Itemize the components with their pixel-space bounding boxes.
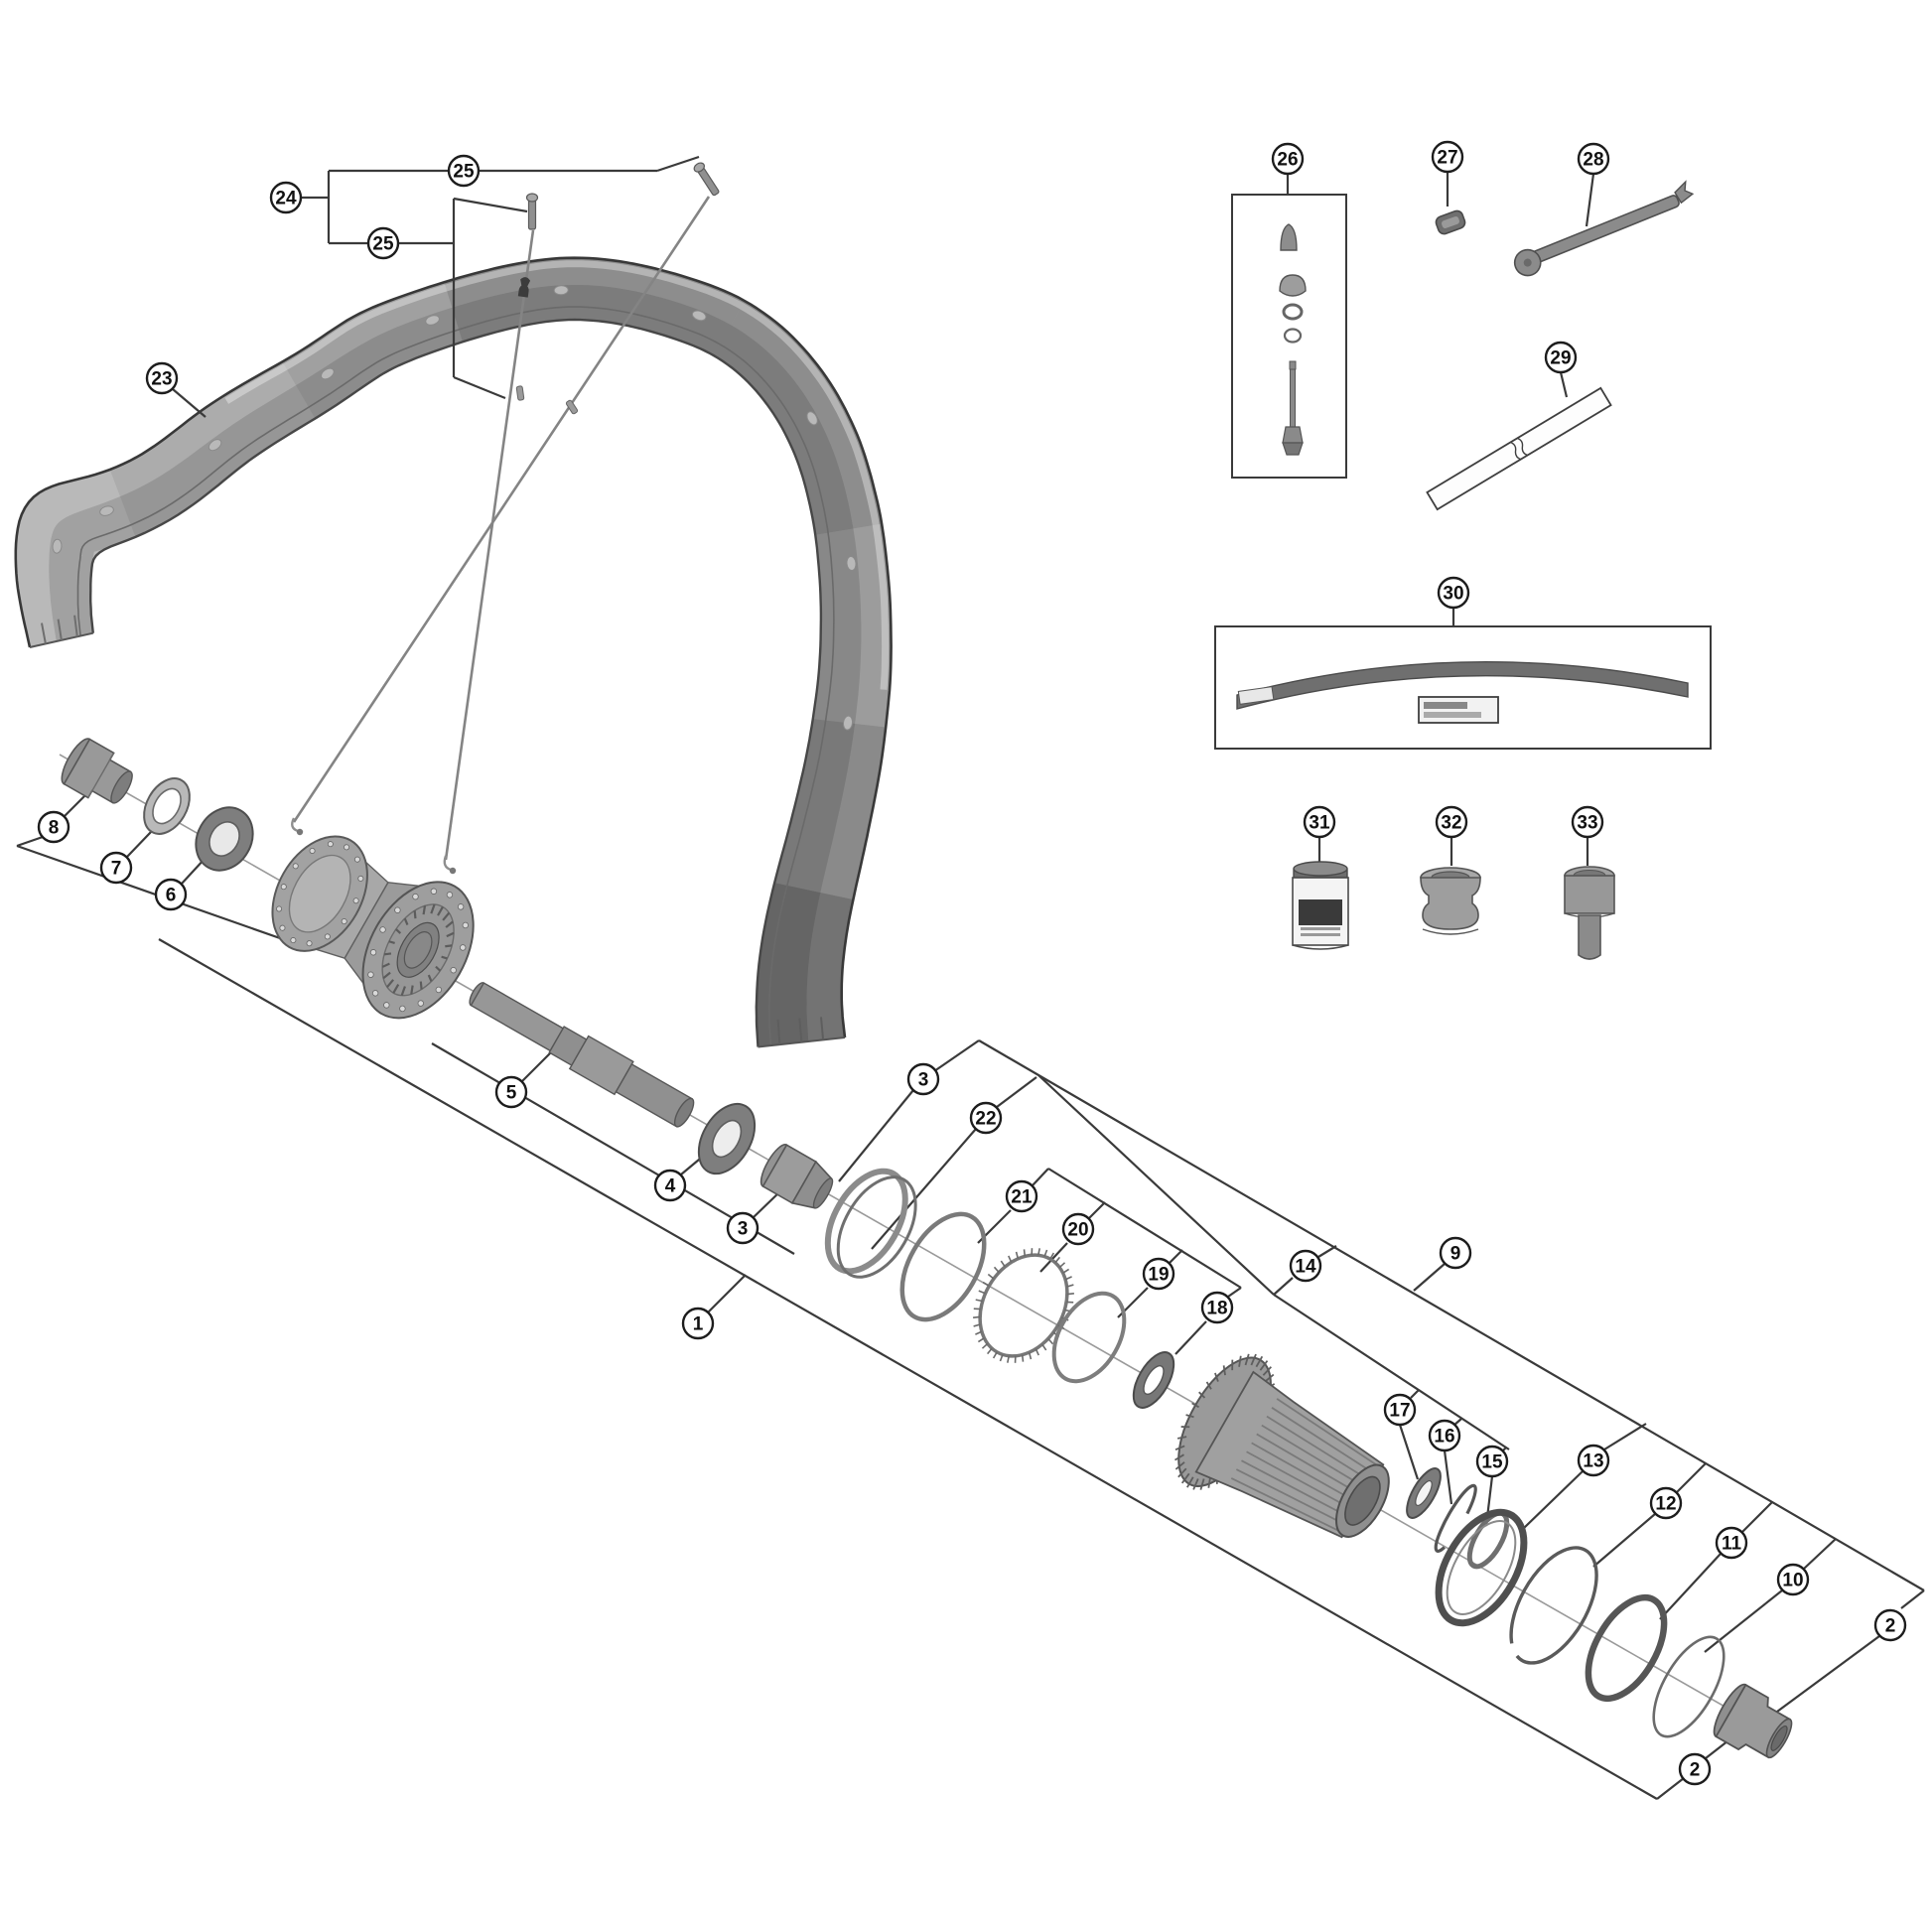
- svg-text:28: 28: [1583, 150, 1603, 171]
- svg-text:14: 14: [1295, 1257, 1316, 1278]
- svg-text:32: 32: [1441, 813, 1461, 834]
- svg-text:10: 10: [1782, 1571, 1803, 1591]
- svg-text:23: 23: [151, 369, 172, 390]
- svg-text:24: 24: [275, 189, 297, 209]
- svg-text:31: 31: [1309, 813, 1330, 834]
- svg-text:5: 5: [506, 1083, 517, 1104]
- svg-text:3: 3: [918, 1070, 929, 1091]
- svg-text:15: 15: [1481, 1452, 1503, 1473]
- svg-text:29: 29: [1550, 348, 1571, 369]
- svg-text:16: 16: [1434, 1427, 1454, 1448]
- svg-text:1: 1: [693, 1314, 704, 1335]
- svg-text:26: 26: [1277, 150, 1298, 171]
- svg-text:33: 33: [1577, 813, 1597, 834]
- svg-text:20: 20: [1067, 1220, 1088, 1241]
- svg-text:11: 11: [1722, 1534, 1742, 1555]
- svg-text:22: 22: [975, 1109, 996, 1130]
- svg-text:13: 13: [1583, 1451, 1603, 1472]
- svg-text:6: 6: [166, 886, 177, 906]
- svg-text:12: 12: [1655, 1494, 1676, 1515]
- svg-text:3: 3: [738, 1219, 749, 1240]
- svg-text:2: 2: [1690, 1760, 1701, 1781]
- svg-text:9: 9: [1450, 1244, 1461, 1265]
- svg-text:25: 25: [372, 234, 394, 255]
- svg-text:19: 19: [1148, 1265, 1169, 1286]
- svg-text:8: 8: [49, 818, 60, 839]
- svg-text:17: 17: [1389, 1401, 1410, 1422]
- svg-text:25: 25: [453, 162, 475, 183]
- svg-text:21: 21: [1011, 1187, 1033, 1208]
- svg-text:18: 18: [1206, 1299, 1227, 1319]
- svg-text:30: 30: [1443, 584, 1463, 605]
- svg-text:7: 7: [111, 859, 122, 880]
- svg-text:2: 2: [1885, 1616, 1896, 1637]
- svg-text:4: 4: [665, 1176, 676, 1197]
- svg-text:27: 27: [1437, 148, 1457, 169]
